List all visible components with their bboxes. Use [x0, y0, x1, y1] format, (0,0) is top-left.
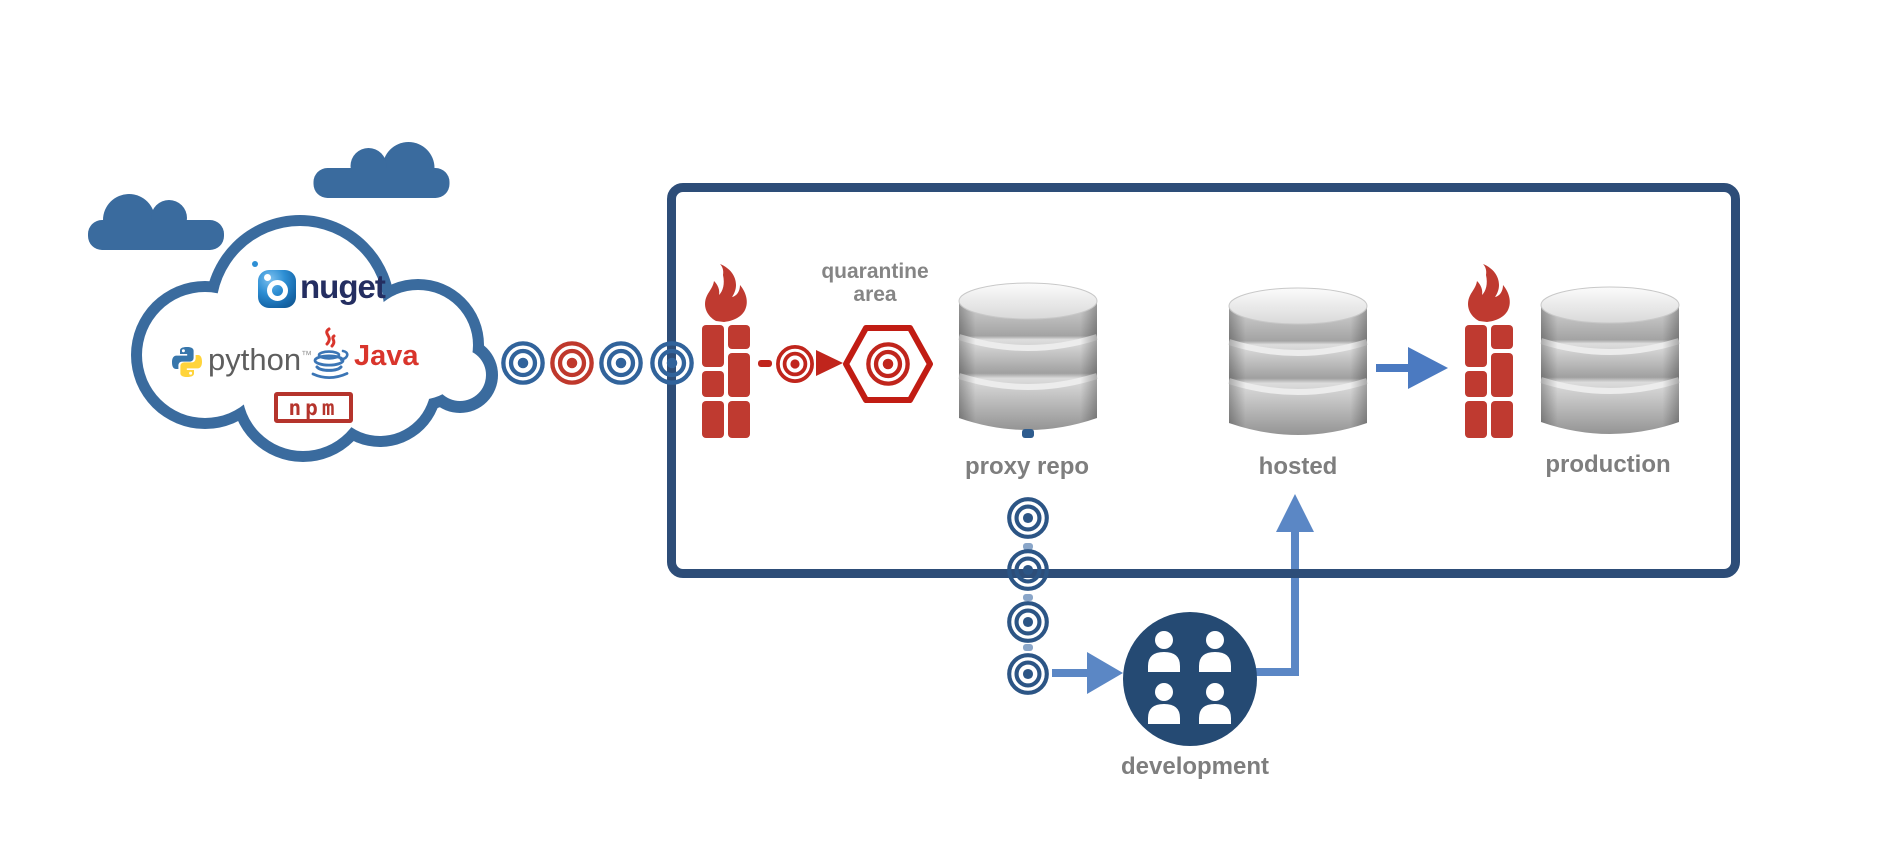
red-arrowhead-icon — [816, 350, 843, 376]
small-cloud-icon — [313, 142, 450, 198]
package-icon-red — [550, 341, 594, 385]
chain-connector-dash — [1023, 644, 1033, 651]
hosted-label: hosted — [1258, 453, 1338, 480]
quarantine-label: quarantine area — [821, 260, 929, 306]
person-icon — [1148, 683, 1180, 724]
nuget-icon — [258, 270, 296, 308]
package-icon — [1007, 549, 1049, 591]
java-icon — [311, 327, 349, 379]
python-icon — [172, 347, 202, 377]
package-icon-quarantined — [776, 345, 814, 383]
package-icon — [599, 341, 643, 385]
python-label: python™ — [208, 342, 313, 377]
arrowhead-right-icon — [1408, 347, 1448, 389]
database-icon-proxy — [958, 282, 1098, 430]
java-label: Java — [354, 340, 419, 372]
nuget-label: nuget — [300, 268, 386, 305]
package-icon — [650, 341, 694, 385]
chain-connector-dash — [1022, 429, 1034, 438]
proxy-repo-label: proxy repo — [964, 453, 1090, 480]
npm-icon: npm — [274, 392, 353, 423]
production-label: production — [1545, 451, 1671, 478]
package-icon — [1007, 653, 1049, 695]
arrow-hosted-to-production — [1376, 364, 1410, 372]
chain-connector-dash — [1023, 594, 1033, 601]
arrowhead-right-icon — [1087, 652, 1123, 694]
arrow-development-to-hosted-h — [1255, 668, 1299, 676]
python-tm: ™ — [301, 349, 313, 362]
package-icon — [1007, 497, 1049, 539]
nuget-dot-icon — [252, 261, 258, 267]
firewall-icon — [702, 264, 750, 438]
cloud-icon — [131, 215, 498, 462]
database-icon-production — [1540, 286, 1680, 434]
arrow-chain-to-development — [1052, 669, 1090, 677]
arrow-development-to-hosted-v — [1291, 530, 1299, 672]
chain-connector-dash — [1023, 543, 1033, 550]
small-cloud-icon — [88, 194, 224, 250]
package-icon — [501, 341, 545, 385]
person-icon — [1148, 631, 1180, 672]
package-icon — [1007, 601, 1049, 643]
person-icon — [1199, 683, 1231, 724]
arrowhead-up-icon — [1276, 494, 1314, 532]
development-label: development — [1120, 753, 1270, 780]
database-icon-hosted — [1228, 287, 1368, 435]
package-icon-in-quarantine — [866, 342, 910, 386]
red-dash — [758, 360, 772, 367]
person-icon — [1199, 631, 1231, 672]
development-team-icon — [1123, 612, 1257, 746]
npm-label: npm — [288, 395, 339, 420]
firewall-icon-production — [1465, 264, 1513, 438]
